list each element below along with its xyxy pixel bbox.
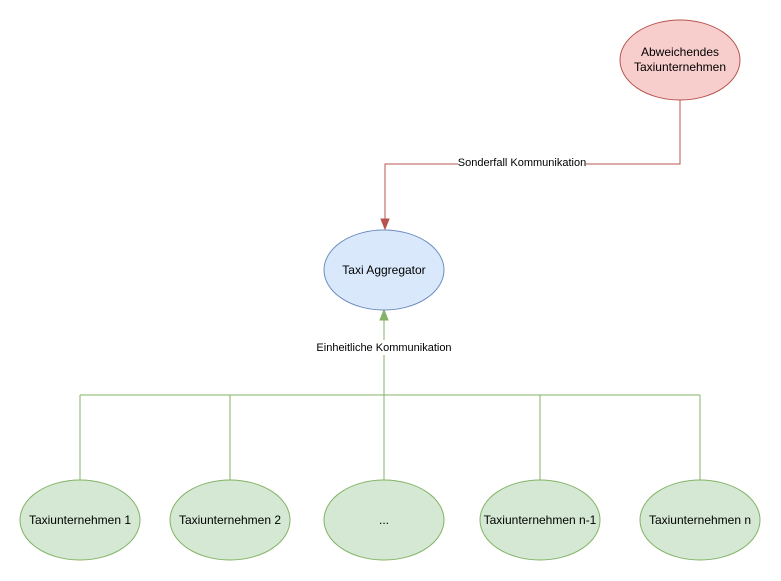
node-taxiunternehmen-2-label: Taxiunternehmen 2 [179,513,281,527]
node-taxi-aggregator[interactable]: Taxi Aggregator [323,229,445,311]
node-taxiunternehmen-n-minus-1[interactable]: Taxiunternehmen n-1 [479,479,601,561]
node-abweichendes-taxiunternehmen[interactable]: Abweichendes Taxiunternehmen [619,19,741,101]
node-taxiunternehmen-2[interactable]: Taxiunternehmen 2 [169,479,291,561]
node-taxiunternehmen-ellipsis-label: ... [379,513,389,527]
node-taxiunternehmen-n-label: Taxiunternehmen n [649,513,751,527]
uniform-communication-label: Einheitliche Kommunikation [316,342,451,354]
special-communication-label: Sonderfall Kommunikation [458,157,586,169]
node-taxiunternehmen-n[interactable]: Taxiunternehmen n [639,479,761,561]
uniform-label-bg [313,340,455,355]
node-taxiunternehmen-1[interactable]: Taxiunternehmen 1 [19,479,141,561]
node-taxiunternehmen-n-minus-1-label: Taxiunternehmen n-1 [484,513,597,527]
uniform-communication-edges[interactable] [79,308,701,480]
node-taxi-aggregator-label: Taxi Aggregator [342,263,425,277]
node-taxiunternehmen-ellipsis[interactable]: ... [323,479,445,561]
node-abweichendes-label-line1: Abweichendes [641,45,719,59]
node-abweichendes-label-line2: Taxiunternehmen [634,60,726,74]
node-taxiunternehmen-1-label: Taxiunternehmen 1 [29,513,131,527]
special-label-bg [458,155,586,170]
